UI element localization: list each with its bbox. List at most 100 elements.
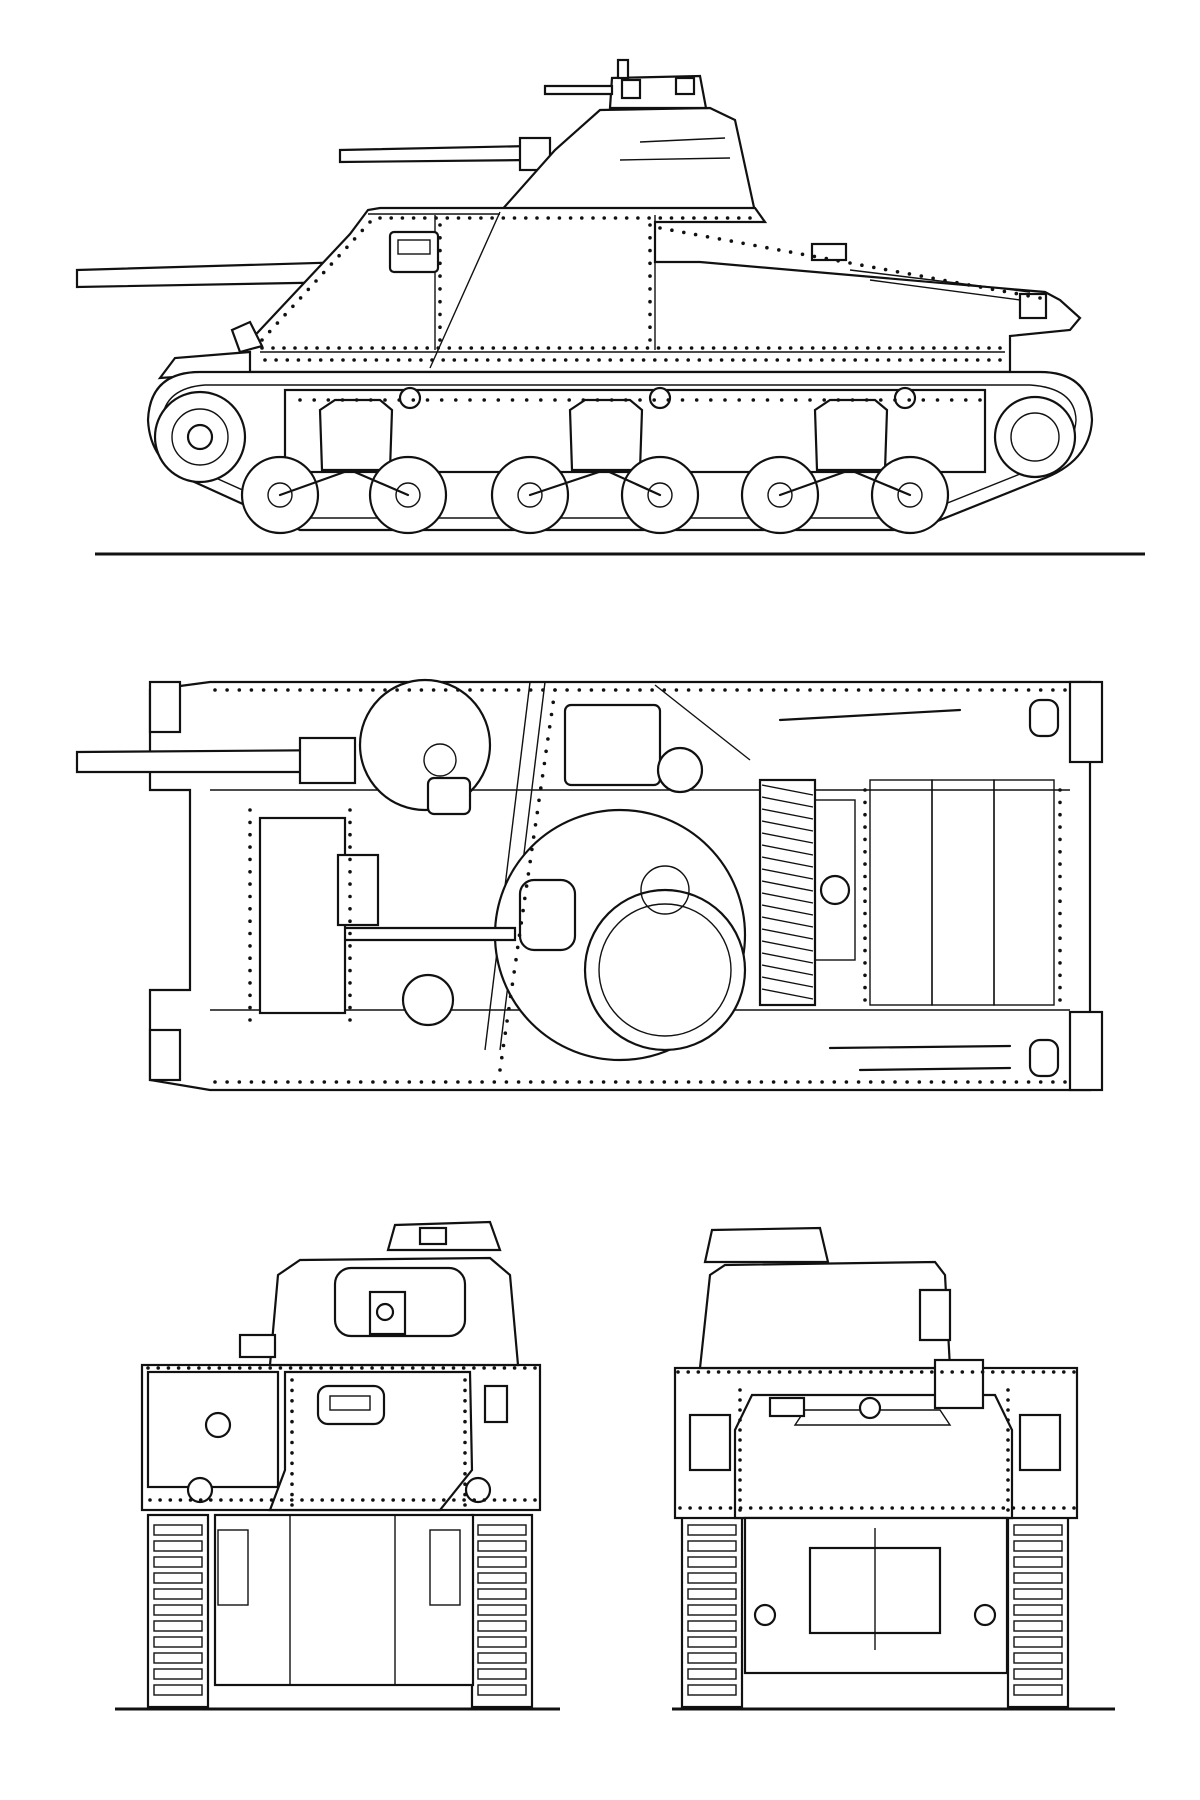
rivet xyxy=(401,1498,406,1502)
rivet xyxy=(259,1498,264,1502)
vision-slit xyxy=(397,239,431,255)
rivet xyxy=(307,358,312,362)
rivet xyxy=(899,1370,904,1374)
rivet xyxy=(237,1080,242,1084)
rivet xyxy=(842,358,846,362)
track-link xyxy=(687,1636,737,1648)
rivet xyxy=(248,845,252,849)
rivet xyxy=(738,1408,742,1412)
rivet xyxy=(360,1366,364,1370)
rivet xyxy=(431,1080,436,1084)
rivet xyxy=(966,1080,970,1084)
suspension-bogie xyxy=(740,398,950,535)
rivet xyxy=(738,1488,742,1492)
rivet xyxy=(321,270,326,275)
grille-bar xyxy=(761,952,814,964)
rivet xyxy=(863,899,867,903)
exhaust-deflector xyxy=(793,1409,952,1426)
rivet xyxy=(666,398,671,402)
rivet xyxy=(1041,1370,1046,1374)
rivet xyxy=(960,1370,965,1374)
rivet xyxy=(686,1370,690,1374)
rivet xyxy=(729,239,734,243)
track-link xyxy=(1013,1652,1063,1664)
rivet xyxy=(630,358,635,362)
rivet xyxy=(451,1366,456,1370)
track-link xyxy=(477,1588,527,1600)
rivet xyxy=(472,1498,477,1502)
rivet xyxy=(374,358,379,362)
top-sponson-edge xyxy=(484,681,531,1051)
rivet xyxy=(371,1498,375,1502)
rivet xyxy=(1031,1506,1036,1510)
sponson-gun-port xyxy=(204,1411,232,1439)
rivet xyxy=(314,279,318,283)
rivet xyxy=(1058,800,1062,805)
rivet xyxy=(368,220,372,224)
rivet xyxy=(381,1498,385,1502)
rivet xyxy=(863,812,867,817)
rivet xyxy=(769,1506,773,1510)
rivet xyxy=(1058,887,1062,891)
rivet xyxy=(735,688,739,692)
rivet xyxy=(609,398,614,402)
rivet xyxy=(1006,1508,1010,1512)
rivet xyxy=(580,216,584,220)
rivet xyxy=(441,1366,446,1370)
rivet xyxy=(808,688,812,692)
rivet xyxy=(917,688,922,692)
rivet xyxy=(491,346,496,350)
rivet xyxy=(568,216,573,220)
rivet xyxy=(414,346,419,350)
rivet xyxy=(1058,973,1062,978)
rivet xyxy=(929,1080,934,1084)
headlight xyxy=(464,1476,492,1504)
rivet xyxy=(309,1366,313,1370)
rivet xyxy=(348,882,352,886)
rivet xyxy=(738,1448,742,1452)
rivet xyxy=(431,1498,436,1502)
rivet xyxy=(733,346,738,350)
rivet xyxy=(658,216,663,220)
rivet xyxy=(917,1080,922,1084)
rivet xyxy=(810,346,815,350)
rivet xyxy=(686,1080,691,1084)
rivet xyxy=(893,398,897,402)
grille-bar xyxy=(761,892,814,904)
rivet xyxy=(828,1370,833,1374)
rivet xyxy=(348,944,352,948)
rivet xyxy=(935,398,940,402)
rivet xyxy=(348,820,352,825)
rivet xyxy=(436,346,441,350)
rivet xyxy=(883,267,888,272)
rivet xyxy=(290,1472,294,1476)
rivet xyxy=(479,216,483,220)
rivet xyxy=(836,398,841,402)
rivet xyxy=(929,688,934,692)
rivet xyxy=(290,1461,294,1466)
rivet xyxy=(512,1498,517,1502)
rivet xyxy=(899,346,903,350)
rivet xyxy=(1058,874,1062,879)
rivet xyxy=(709,398,713,402)
rivet xyxy=(504,688,509,692)
rivet xyxy=(348,1005,352,1010)
rivet xyxy=(648,287,652,291)
rivet xyxy=(425,398,430,402)
rivet xyxy=(808,1080,812,1084)
rivet xyxy=(1011,1370,1015,1374)
rivet xyxy=(608,358,612,362)
rivet xyxy=(1058,948,1062,953)
rivet xyxy=(819,1506,824,1510)
rivet xyxy=(1062,1370,1066,1374)
rivet xyxy=(383,398,387,402)
rivet xyxy=(689,346,694,350)
track-link xyxy=(1013,1668,1063,1680)
rivet xyxy=(239,1498,243,1502)
rivet xyxy=(407,688,412,692)
rivet xyxy=(1058,924,1062,928)
rivet xyxy=(306,287,311,292)
rivet xyxy=(879,398,883,402)
rivet xyxy=(408,358,412,362)
top-deck-edge xyxy=(654,684,751,761)
